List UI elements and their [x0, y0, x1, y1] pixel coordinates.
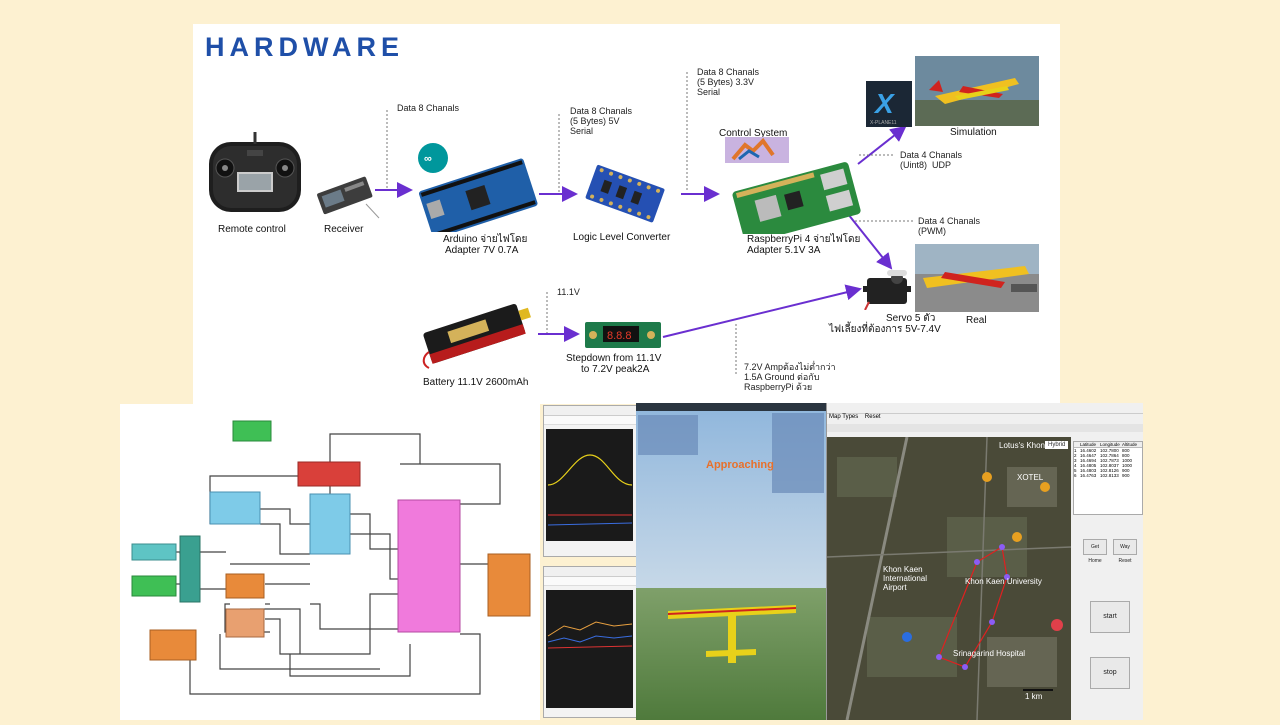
table-header-longitude: Longitude — [1100, 442, 1120, 447]
logic-level-converter-image — [585, 164, 665, 223]
map-type-selector[interactable]: Hybrid — [1045, 441, 1069, 449]
battery-label: Battery 11.1V 2600mAh — [423, 377, 529, 388]
annotation-arduino-logic: Data 8 Chanals (5 Bytes) 5V Serial — [570, 106, 633, 136]
map-label-lotus: Lotus's Khon Kaen — [999, 441, 1066, 450]
map-window-titlebar — [827, 403, 1143, 414]
servo-label-line1: Servo 5 ตัว — [886, 313, 936, 324]
map-menu-bar[interactable]: Map Types Reset — [829, 414, 881, 420]
arrow-rpi-sim — [857, 125, 907, 165]
xplane-logo-text: X-PLANE11 — [870, 120, 897, 126]
start-button[interactable]: start — [1090, 601, 1130, 633]
scope-window-1 — [543, 405, 638, 557]
stepdown-image: 8.8.8 — [585, 322, 661, 348]
remote-control-label: Remote control — [218, 224, 286, 235]
arrow-stepdown-servo — [662, 284, 862, 338]
receiver-image — [317, 176, 380, 219]
receiver-label: Receiver — [324, 224, 364, 235]
map-label-xotel: XOTEL — [1017, 473, 1044, 482]
hardware-title: HARDWARE — [205, 32, 404, 62]
stop-button[interactable]: stop — [1090, 657, 1130, 689]
stepdown-label-line1: Stepdown from 11.1V — [566, 353, 662, 364]
map-label-airport: Khon Kaen International Airport — [883, 565, 928, 592]
svg-text:∞: ∞ — [424, 153, 432, 165]
remote-control-image — [209, 132, 301, 212]
svg-text:8.8.8: 8.8.8 — [607, 330, 631, 342]
xplane-logo: X X-PLANE11 — [866, 81, 912, 127]
connection-arrows — [375, 72, 913, 374]
scope-plot-1 — [546, 429, 633, 541]
way-reset-button[interactable]: Way Reset — [1113, 539, 1137, 564]
simulink-block-diagram — [131, 420, 531, 695]
matlab-icon — [725, 137, 789, 163]
get-home-button[interactable]: Get Home — [1083, 539, 1107, 564]
flight-simulator-view: Approaching — [636, 403, 826, 720]
annotation-rx-arduino: Data 8 Chanals — [397, 103, 460, 113]
arduino-image: ∞ — [418, 143, 538, 232]
table-header-latitude: Latitude — [1080, 442, 1097, 447]
map-scale: 1 km — [1025, 692, 1043, 701]
servo-image — [863, 270, 911, 310]
real-label: Real — [966, 315, 987, 326]
simulation-image — [915, 56, 1039, 126]
scope-plot-2 — [546, 590, 633, 708]
scope-window-2 — [543, 566, 638, 718]
logic-level-converter-label: Logic Level Converter — [573, 232, 671, 243]
approaching-label: Approaching — [706, 459, 774, 471]
table-header-altitude: Altitude — [1122, 442, 1138, 447]
arduino-label-line1: Arduino จ่ายไฟโดย — [443, 234, 528, 245]
map-app-window: Map Types Reset Lotus's Khon Kaen XO — [826, 403, 1143, 720]
annotation-logic-rpi: Data 8 Chanals (5 Bytes) 3.3V Serial — [697, 67, 760, 97]
battery-image — [422, 303, 531, 369]
simulink-diagram-panel — [120, 404, 540, 720]
raspberry-pi-image — [732, 162, 861, 234]
control-system-label: Control System — [719, 128, 788, 139]
arrow-rpi-servo — [847, 213, 893, 270]
arduino-label-line2: Adapter 7V 0.7A — [445, 245, 519, 256]
annotation-stepdown-note: 7.2V Ampต้องไม่ต่ำกว่า 1.5A Ground ต่อกั… — [744, 362, 836, 392]
annotation-rpi-servo: Data 4 Chanals (PWM) — [918, 216, 981, 236]
simulation-label: Simulation — [950, 127, 997, 138]
map-label-hospital: Srinagarind Hospital — [953, 649, 1026, 658]
raspberry-pi-label-line1: RaspberryPi 4 จ่ายไฟโดย — [747, 234, 861, 245]
annotation-battery-voltage: 11.1V — [557, 287, 580, 297]
raspberry-pi-label-line2: Adapter 5.1V 3A — [747, 245, 821, 256]
satellite-map[interactable]: Lotus's Khon Kaen XOTEL Khon Kaen Intern… — [827, 437, 1071, 720]
map-label-university: Khon Kaen University — [965, 577, 1042, 586]
hardware-panel: HARDWARE Data 8 Chanals Data 8 — [193, 24, 1060, 404]
real-plane-image — [915, 244, 1039, 312]
svg-text:X: X — [873, 88, 896, 119]
servo-label-line2: ไฟเลี้ยงที่ต้องการ 5V-7.4V — [829, 324, 941, 335]
stepdown-label-line2: to 7.2V peak2A — [581, 364, 650, 375]
annotation-rpi-sim: Data 4 Chanals (Uint8) UDP — [900, 150, 963, 170]
